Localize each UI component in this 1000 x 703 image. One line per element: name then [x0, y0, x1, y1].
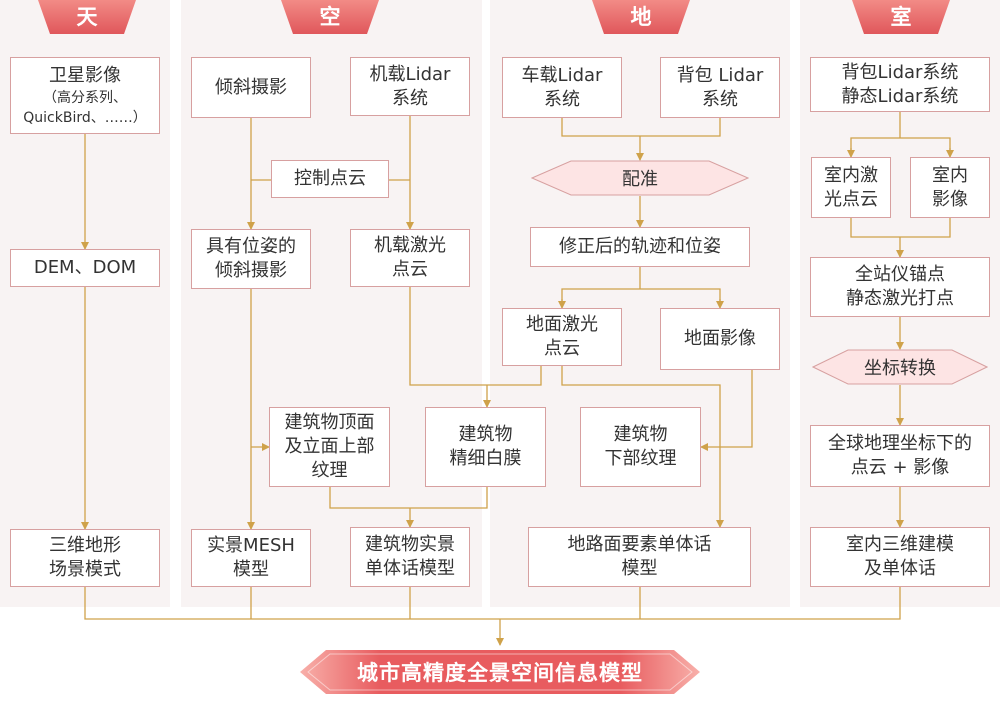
oblique-photo-label: 倾斜摄影: [215, 76, 287, 98]
node-corrected-track: 修正后的轨迹和位姿: [530, 227, 750, 267]
node-backpack-lidar: 背包 Lidar 系统: [660, 57, 780, 118]
corrected-track-label: 修正后的轨迹和位姿: [559, 236, 721, 257]
backpack-lidar-l2: 系统: [702, 88, 738, 110]
global-cloud-l1: 全球地理坐标下的: [828, 433, 972, 454]
column-header-kong: 空: [281, 0, 379, 34]
column-header-di: 地: [592, 0, 690, 34]
satellite-title: 卫星影像: [49, 64, 121, 86]
terrain-l2: 场景模式: [49, 559, 121, 580]
indoor-cloud-l1: 室内激: [824, 164, 878, 186]
node-airborne-lidar: 机载Lidar 系统: [350, 57, 470, 116]
total-station-l2: 静态激光打点: [846, 288, 954, 309]
indoor-image-l2: 影像: [932, 188, 968, 210]
registration-label: 配准: [622, 169, 658, 190]
node-terrain-scene: 三维地形 场景模式: [10, 529, 160, 587]
node-ground-cloud: 地面激光 点云: [502, 308, 622, 366]
lower-texture-l2: 下部纹理: [604, 448, 677, 469]
node-total-station: 全站仪锚点 静态激光打点: [810, 257, 990, 317]
vehicle-lidar-l2: 系统: [544, 88, 580, 110]
node-oblique-photography: 倾斜摄影: [191, 57, 311, 118]
road-model-l2: 模型: [621, 558, 658, 579]
airborne-cloud-l2: 点云: [392, 259, 428, 280]
lower-texture-l1: 建筑物: [613, 424, 668, 445]
indoor-sys-l1: 背包Lidar系统: [841, 61, 959, 83]
column-label-di: 地: [630, 5, 652, 29]
node-road-model: 地路面要素单体话 模型: [528, 527, 751, 587]
node-white-model: 建筑物 精细白膜: [425, 407, 546, 487]
building-model-l1: 建筑物实景: [365, 534, 455, 555]
airborne-lidar-l2: 系统: [392, 87, 428, 109]
node-lower-texture: 建筑物 下部纹理: [580, 407, 701, 487]
node-global-cloud: 全球地理坐标下的 点云 + 影像: [810, 425, 990, 487]
node-satellite-imagery: 卫星影像 （高分系列、 QuickBird、……）: [10, 57, 160, 134]
indoor-sys-l2: 静态Lidar系统: [841, 85, 959, 107]
roof-texture-l2: 及立面上部: [284, 436, 375, 457]
node-coord-transform: 坐标转换: [812, 349, 988, 385]
total-station-l1: 全站仪锚点: [855, 264, 945, 285]
column-header-tian: 天: [38, 0, 136, 34]
column-label-kong: 空: [319, 5, 341, 29]
airborne-cloud-l1: 机载激光: [374, 235, 446, 256]
column-label-tian: 天: [76, 5, 98, 29]
node-roof-texture: 建筑物顶面 及立面上部 纹理: [269, 407, 390, 487]
node-mesh-model: 实景MESH 模型: [191, 529, 311, 587]
vehicle-lidar-l1: 车载Lidar: [521, 64, 603, 86]
node-vehicle-lidar: 车载Lidar 系统: [502, 57, 622, 118]
mesh-l1: 实景MESH: [207, 535, 295, 556]
backpack-lidar-l1: 背包 Lidar: [676, 64, 764, 86]
coord-transform-label: 坐标转换: [864, 358, 936, 379]
white-model-l1: 建筑物: [458, 424, 513, 445]
global-cloud-l2: 点云 + 影像: [850, 457, 950, 478]
node-posed-oblique: 具有位姿的 倾斜摄影: [191, 229, 311, 289]
building-model-l2: 单体话模型: [365, 558, 455, 579]
posed-oblique-l1: 具有位姿的: [206, 236, 296, 257]
node-indoor-model: 室内三维建模 及单体话: [810, 527, 990, 587]
node-indoor-image: 室内 影像: [910, 157, 990, 218]
node-ground-image: 地面影像: [660, 308, 780, 370]
final-model-banner: 城市高精度全景空间信息模型: [300, 648, 700, 696]
final-title: 城市高精度全景空间信息模型: [357, 661, 643, 685]
indoor-cloud-l2: 光点云: [824, 188, 878, 210]
posed-oblique-l2: 倾斜摄影: [215, 260, 287, 281]
road-model-l1: 地路面要素单体话: [567, 534, 712, 555]
indoor-model-l1: 室内三维建模: [846, 534, 954, 555]
satellite-sub2: QuickBird、……）: [23, 109, 147, 126]
column-label-shi: 室: [890, 5, 912, 29]
roof-texture-l1: 建筑物顶面: [284, 412, 375, 433]
airborne-lidar-l1: 机载Lidar: [369, 63, 451, 85]
node-indoor-systems: 背包Lidar系统 静态Lidar系统: [810, 57, 990, 112]
dem-dom-label: DEM、DOM: [33, 257, 137, 278]
node-airborne-cloud: 机载激光 点云: [350, 229, 470, 287]
ground-image-label: 地面影像: [684, 328, 756, 349]
terrain-l1: 三维地形: [49, 535, 121, 556]
node-registration: 配准: [531, 160, 749, 196]
roof-texture-l3: 纹理: [311, 460, 348, 481]
mesh-l2: 模型: [233, 559, 269, 580]
ground-cloud-l2: 点云: [544, 338, 580, 359]
indoor-image-l1: 室内: [932, 164, 968, 186]
ground-cloud-l1: 地面激光: [526, 314, 598, 335]
node-building-model: 建筑物实景 单体话模型: [350, 527, 470, 587]
column-header-shi: 室: [852, 0, 950, 34]
white-model-l2: 精细白膜: [449, 448, 522, 469]
node-indoor-cloud: 室内激 光点云: [811, 157, 891, 218]
control-points-label: 控制点云: [294, 168, 366, 189]
node-dem-dom: DEM、DOM: [10, 249, 160, 287]
indoor-model-l2: 及单体话: [864, 558, 936, 579]
node-control-points: 控制点云: [271, 160, 389, 198]
satellite-sub1: （高分系列、: [43, 89, 127, 106]
